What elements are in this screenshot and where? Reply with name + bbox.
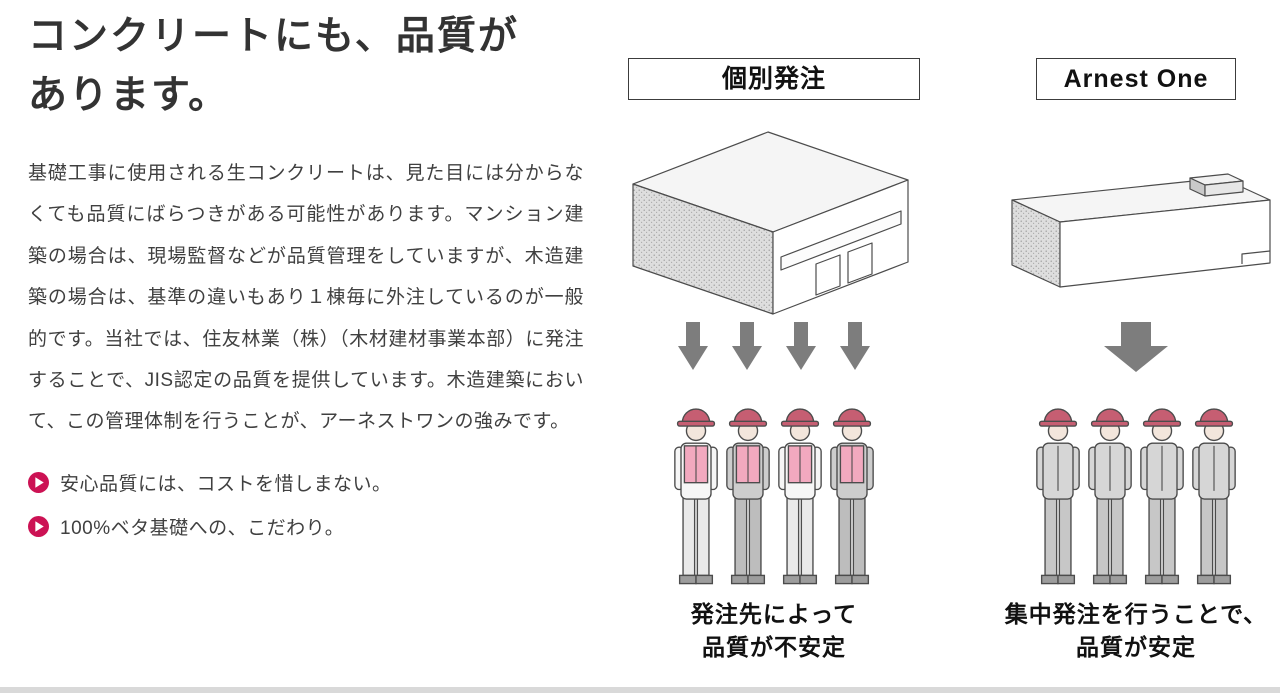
bullet-label: 100%ベタ基礎への、こだわり。	[60, 517, 345, 539]
arnest-building-wrap	[1000, 110, 1272, 322]
worker-uniform-icon	[1088, 408, 1132, 585]
worker-pink-vest-icon	[778, 408, 822, 585]
individual-workers	[666, 392, 882, 588]
bullet-item-quality-cost: 安心品質には、コストを惜しまない。	[28, 469, 584, 496]
individual-arrows	[678, 322, 870, 372]
worker-pink-vest-icon	[830, 408, 874, 585]
diagram-column-arnest-one: Arnest One 集中発注を行う	[1000, 58, 1272, 665]
worker-uniform-icon	[1036, 408, 1080, 585]
bullet-item-slab-foundation: 100%ベタ基礎への、こだわり。	[28, 513, 584, 540]
page-title: コンクリートにも、品質が あります。	[28, 15, 519, 117]
worker-uniform-icon	[1140, 408, 1184, 585]
arnest-one-label: Arnest One	[1036, 58, 1236, 100]
arnest-arrow	[1104, 322, 1168, 372]
bullet-list: 安心品質には、コストを惜しまない。 100%ベタ基礎への、こだわり。	[28, 469, 584, 540]
arnest-caption: 集中発注を行うことで、 品質が安定	[1004, 601, 1268, 661]
text-panel: コンクリートにも、品質が あります。 基礎工事に使用される生コンクリートは、見た…	[28, 8, 584, 557]
bullet-label: 安心品質には、コストを惜しまない。	[60, 473, 392, 495]
individual-caption: 発注先によって 品質が不安定	[690, 601, 858, 661]
next-section-edge	[0, 687, 1280, 693]
down-arrow-icon	[786, 322, 816, 370]
body-paragraph: 基礎工事に使用される生コンクリートは、見た目には分からなくても品質にばらつきがあ…	[28, 163, 584, 433]
down-arrow-icon	[678, 322, 708, 370]
individual-building-wrap	[618, 110, 930, 322]
warehouse-building-illustration	[632, 131, 909, 315]
arnest-workers	[1028, 392, 1244, 588]
down-arrow-icon	[840, 322, 870, 370]
low-building-illustration	[1011, 173, 1271, 288]
worker-uniform-icon	[1192, 408, 1236, 585]
diagram-column-individual: 個別発注 発注先	[618, 58, 930, 665]
worker-pink-vest-icon	[726, 408, 770, 585]
arrow-bullet-icon	[28, 471, 49, 493]
arrow-bullet-icon	[28, 515, 49, 537]
worker-pink-vest-icon	[674, 408, 718, 585]
down-arrow-large-icon	[1104, 322, 1168, 372]
down-arrow-icon	[732, 322, 762, 370]
individual-order-label: 個別発注	[628, 58, 920, 100]
